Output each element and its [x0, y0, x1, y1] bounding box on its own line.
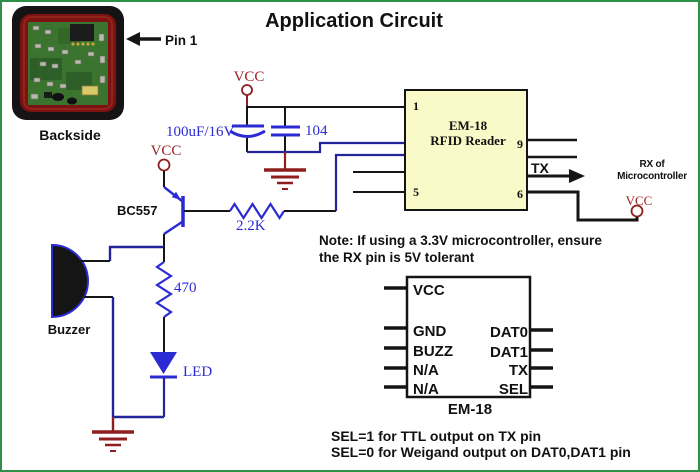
footnote-line1: SEL=1 for TTL output on TX pin [331, 428, 542, 444]
reader-pin9-number: 9 [517, 137, 523, 151]
led-symbol [150, 352, 177, 417]
pinout-right-dat1: DAT1 [489, 344, 528, 361]
vcc-label-mcu: VCC [625, 193, 653, 208]
tx-label: TX [531, 160, 549, 176]
pinout-box [384, 275, 553, 399]
footnote-line2: SEL=0 for Weigand output on DAT0,DAT1 pi… [331, 444, 631, 460]
pinout-left-buzz: BUZZ [413, 343, 453, 360]
led-resistor-470 [154, 247, 174, 352]
rx-label-line1: RX of [639, 159, 665, 170]
pin1-arrow [126, 32, 161, 46]
ceramic-cap-label: 104 [305, 123, 328, 139]
reader-pin6-number: 6 [517, 187, 523, 201]
reader-pin5-number: 5 [413, 185, 419, 199]
base-resistor-label: 2.2K [236, 218, 266, 234]
note-line1: Note: If using a 3.3V microcontroller, e… [319, 233, 602, 248]
pinout-right-tx: TX [508, 362, 528, 379]
buzzer-symbol [51, 243, 164, 417]
pinout-right-dat0: DAT0 [489, 324, 528, 341]
pinout-left-na2: N/A [413, 381, 439, 398]
pcb-photo [12, 6, 124, 120]
power-rail-wires [246, 106, 405, 154]
base-resistor-2_2k [184, 153, 405, 221]
pinout-left-gnd: GND [413, 323, 447, 340]
reader-pin1-number: 1 [413, 99, 419, 113]
pinout-left-vcc: VCC [413, 282, 445, 299]
pinout-left-na1: N/A [413, 362, 439, 379]
vcc-terminal-transistor [157, 158, 171, 187]
ceramic-capacitor [271, 125, 300, 137]
tx-arrow [527, 169, 585, 183]
transistor-label: BC557 [117, 203, 158, 218]
led-resistor-label: 470 [174, 280, 197, 296]
note-line2: the RX pin is 5V tolerant [319, 250, 475, 265]
electrolytic-cap-label: 100uF/16V [166, 124, 235, 140]
photo-caption: Backside [39, 127, 101, 143]
transistor-bc557 [163, 186, 185, 248]
pin6-wire [527, 190, 639, 222]
reader-block [353, 89, 577, 211]
reader-name-line1: EM-18 [448, 118, 488, 133]
pinout-caption: EM-18 [447, 401, 493, 418]
pin1-callout-label: Pin 1 [165, 33, 198, 48]
led-label: LED [183, 364, 213, 380]
reader-name-line2: RFID Reader [430, 133, 506, 148]
vcc-terminal-mcu [630, 204, 644, 218]
ground-symbol-bottom [92, 415, 164, 452]
vcc-terminal-top [241, 84, 253, 107]
buzzer-label: Buzzer [47, 322, 91, 337]
page-title: Application Circuit [265, 10, 443, 32]
ground-symbol-top [264, 152, 306, 190]
vcc-label-transistor: VCC [150, 143, 182, 159]
rx-label-line2: Microcontroller [617, 171, 687, 182]
vcc-label-top: VCC [233, 69, 265, 85]
pinout-right-sel: SEL [498, 381, 528, 398]
electrolytic-capacitor [229, 124, 266, 138]
